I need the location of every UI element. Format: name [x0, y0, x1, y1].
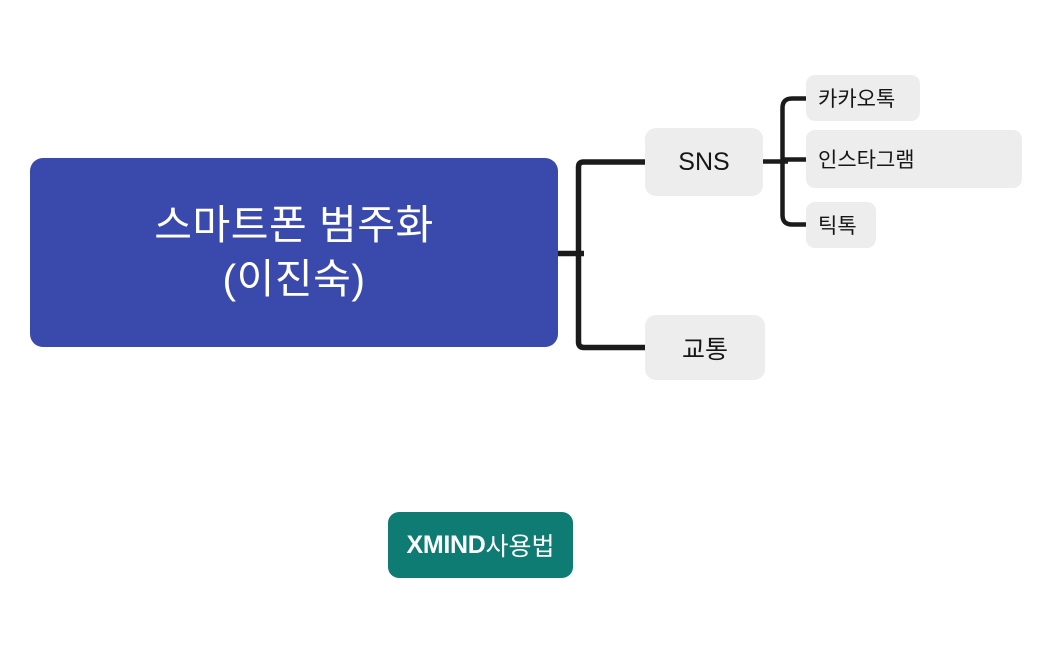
branch-node-sns-label: SNS [678, 147, 730, 176]
leaf-node-tiktok[interactable]: 틱톡 [806, 202, 876, 248]
leaf-node-instagram-label: 인스타그램 [818, 149, 915, 172]
xmind-brand-text: XMIND [406, 530, 486, 559]
xmind-suffix-text: 사용법 [485, 533, 555, 561]
branch-node-traffic[interactable]: 교통 [645, 315, 765, 380]
leaf-node-kakaotalk-label: 카카오톡 [818, 88, 896, 111]
leaf-node-instagram[interactable]: 인스타그램 [806, 130, 1022, 188]
leaf-node-tiktok-label: 틱톡 [818, 215, 857, 238]
root-node-label-line2: (이진숙) [222, 255, 366, 302]
root-node[interactable]: 스마트폰 범주화 (이진숙) [30, 158, 558, 347]
branch-node-sns[interactable]: SNS [645, 128, 763, 196]
leaf-node-kakaotalk[interactable]: 카카오톡 [806, 75, 920, 121]
connector-trunk-to-traffic [575, 253, 645, 351]
branch-node-traffic-label: 교통 [681, 335, 728, 364]
connector-trunk-to-sns [575, 159, 645, 254]
root-node-label-line1: 스마트폰 범주화 [154, 202, 434, 249]
